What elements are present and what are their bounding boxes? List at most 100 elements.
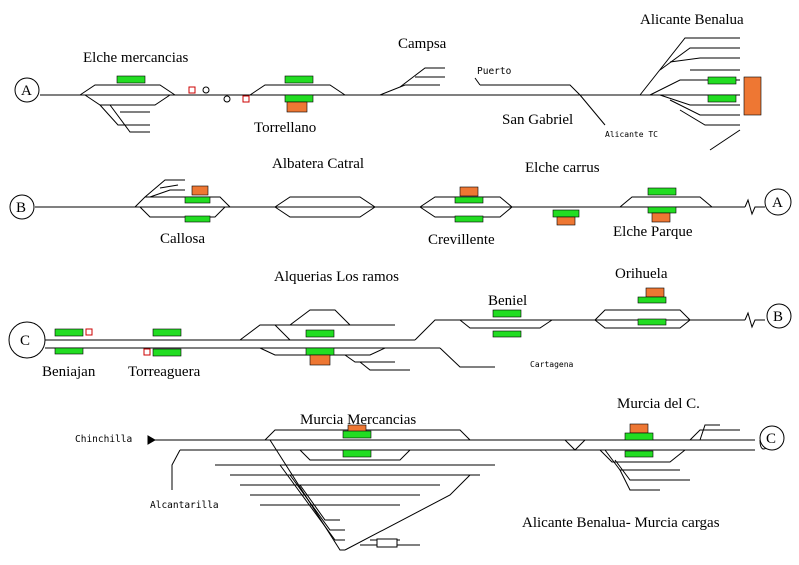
yard-diagonal-2 [279, 464, 345, 541]
benalua-track-9 [709, 129, 741, 151]
san-gabriel-label: San Gabriel [502, 112, 573, 128]
albatera-catral-label: Albatera Catral [272, 156, 364, 172]
murcia-del-c-siding-1 [614, 459, 690, 481]
alquerias-platform-2 [305, 347, 335, 356]
alquerias-siding-2 [359, 361, 410, 371]
signal-icon [223, 95, 231, 103]
callosa-loop-2 [139, 206, 226, 218]
murcia-del-c-siding-2 [619, 469, 660, 491]
murcia-del-c-building [629, 423, 649, 434]
connector-c-right-label: C [766, 431, 776, 447]
break-b [744, 198, 765, 216]
callosa-label: Callosa [160, 231, 205, 247]
beniajan-platform-2 [54, 347, 84, 355]
murcia-del-c-label: Murcia del C. [617, 396, 700, 412]
cartagena-branch [439, 347, 495, 368]
connector-a-left [14, 77, 40, 103]
callosa-platform-2 [184, 215, 211, 223]
murcia-del-c-siding-4 [699, 424, 720, 441]
connector-b-left-label: B [16, 200, 26, 216]
elche-parque-building [651, 212, 671, 223]
chinchilla-arrow [147, 435, 156, 445]
alquerias-track-3 [274, 324, 291, 341]
connector-a-left-label: A [21, 83, 32, 99]
alquerias-los-ramos-label: Alquerias Los ramos [274, 269, 399, 285]
elche-merc-loop-2 [84, 94, 171, 106]
signal-icon [143, 348, 151, 356]
murcia-merc-platform-2 [342, 449, 372, 458]
elche-merc-loop-1 [79, 84, 176, 96]
murcia-del-c-platform-1 [624, 432, 654, 441]
torrellano-loop [249, 84, 346, 96]
torreaguera-platform-1 [152, 328, 182, 337]
yard-diagonal-4 [299, 484, 340, 521]
elche-merc-siding-2 [109, 104, 150, 133]
elche-merc-siding-1 [99, 104, 150, 126]
callosa-siding-1 [144, 179, 185, 198]
yard-return [344, 474, 471, 551]
puerto-branch [474, 77, 481, 86]
cartagena-label: Cartagena [530, 360, 574, 369]
benalua-track-2 [659, 47, 740, 71]
callosa-siding-3 [159, 184, 179, 189]
callosa-siding-2 [149, 189, 185, 198]
title-label: Alicante Benalua- Murcia cargas [522, 515, 720, 531]
benalua-platform-1 [707, 76, 737, 85]
connector-c-left-label: C [20, 333, 30, 349]
campsa-siding-1 [379, 84, 440, 96]
benalua-track-8 [679, 109, 740, 126]
alicante-tc-label: Alicante TC [605, 130, 658, 139]
connector-b-right-label: B [773, 309, 783, 325]
torrellano-platform-2 [284, 94, 314, 103]
torrellano-label: Torrellano [254, 120, 316, 136]
orihuela-loop-1 [594, 309, 691, 321]
crevillente-loop-2 [419, 206, 513, 218]
orihuela-loop-2 [594, 319, 691, 329]
alcantarilla-label: Alcantarilla [150, 500, 219, 511]
alcantarilla-branch [171, 449, 181, 490]
murcia-del-c-siding-3 [689, 429, 740, 441]
torrellano-building [286, 101, 308, 113]
albatera-loop-1 [274, 196, 376, 208]
torreaguera-platform-2 [152, 348, 182, 357]
benalua-track-1 [639, 37, 740, 96]
torreaguera-label: Torreaguera [128, 364, 201, 380]
orihuela-platform-2 [637, 318, 667, 326]
beniajan-label: Beniajan [42, 364, 96, 380]
connector-a-right [764, 188, 792, 216]
alquerias-platform-1 [305, 329, 335, 338]
signal-icon [242, 95, 250, 103]
beniel-platform-1 [492, 309, 522, 318]
crevillente-label: Crevillente [428, 232, 495, 248]
callosa-platform-1 [184, 196, 211, 204]
orihuela-platform-1 [637, 296, 667, 304]
murcia-merc-loop-1 [264, 429, 471, 441]
orihuela-building [645, 287, 665, 298]
crevillente-building [459, 186, 479, 197]
campsa-siding-2 [399, 67, 445, 88]
orihuela-label: Orihuela [615, 266, 668, 282]
elche-parque-platform-2 [647, 206, 677, 214]
benalua-track-3 [669, 57, 740, 63]
yard-diagonal-3 [289, 474, 345, 531]
signal-icon [202, 86, 210, 94]
alquerias-siding-1 [344, 354, 395, 363]
murcia-merc-platform-1 [342, 430, 372, 439]
beniel-platform-2 [492, 330, 522, 338]
signal-icon [188, 86, 196, 94]
break-c [744, 311, 765, 329]
row-c: C B Cartagena Beniajan Torreaguera Alque… [8, 266, 792, 380]
benalua-platform-2 [707, 94, 737, 103]
elche-carrus-platform [552, 209, 580, 218]
elche-merc-platform [116, 75, 146, 84]
crossover-1 [564, 439, 586, 451]
elche-parque-platform-1 [647, 187, 677, 196]
murcia-del-c-platform-2 [624, 450, 654, 458]
beniel-loop [459, 319, 553, 329]
alquerias-building [309, 354, 331, 366]
san-gabriel-loop [480, 84, 581, 96]
elche-mercancias-label: Elche mercancias [83, 50, 189, 66]
albatera-loop-2 [274, 206, 376, 218]
